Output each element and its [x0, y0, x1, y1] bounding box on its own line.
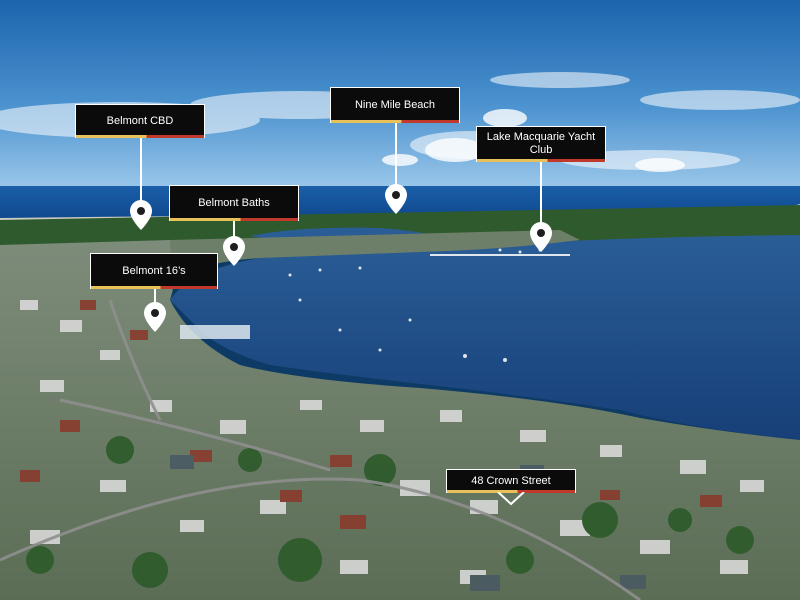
marker-label-text: Belmont 16’s: [122, 264, 186, 277]
marker-label-text: Lake Macquarie Yacht Club: [486, 131, 596, 156]
map-pin-icon: [530, 222, 552, 252]
marker-stem: [395, 123, 397, 187]
marker-label-text: Belmont Baths: [198, 196, 270, 209]
property-label-text: 48 Crown Street: [471, 474, 551, 487]
marker-stem: [154, 289, 156, 305]
map-pin-icon: [130, 200, 152, 230]
marker-label-belmont-baths: Belmont Baths: [169, 185, 299, 221]
property-pointer-icon: [497, 492, 525, 506]
marker-label-belmont-cbd: Belmont CBD: [75, 104, 205, 138]
marker-stem: [540, 162, 542, 224]
marker-label-text: Belmont CBD: [106, 114, 174, 127]
marker-label-text: Nine Mile Beach: [354, 98, 436, 111]
map-pin-icon: [223, 236, 245, 266]
marker-label-lake-macquarie-yacht-club: Lake Macquarie Yacht Club: [476, 126, 606, 162]
property-label: 48 Crown Street: [446, 469, 576, 493]
marker-label-nine-mile-beach: Nine Mile Beach: [330, 87, 460, 123]
marker-stem: [140, 138, 142, 204]
map-pin-icon: [385, 184, 407, 214]
map-pin-icon: [144, 302, 166, 332]
marker-label-belmont-16s: Belmont 16’s: [90, 253, 218, 289]
marker-stem: [233, 221, 235, 239]
